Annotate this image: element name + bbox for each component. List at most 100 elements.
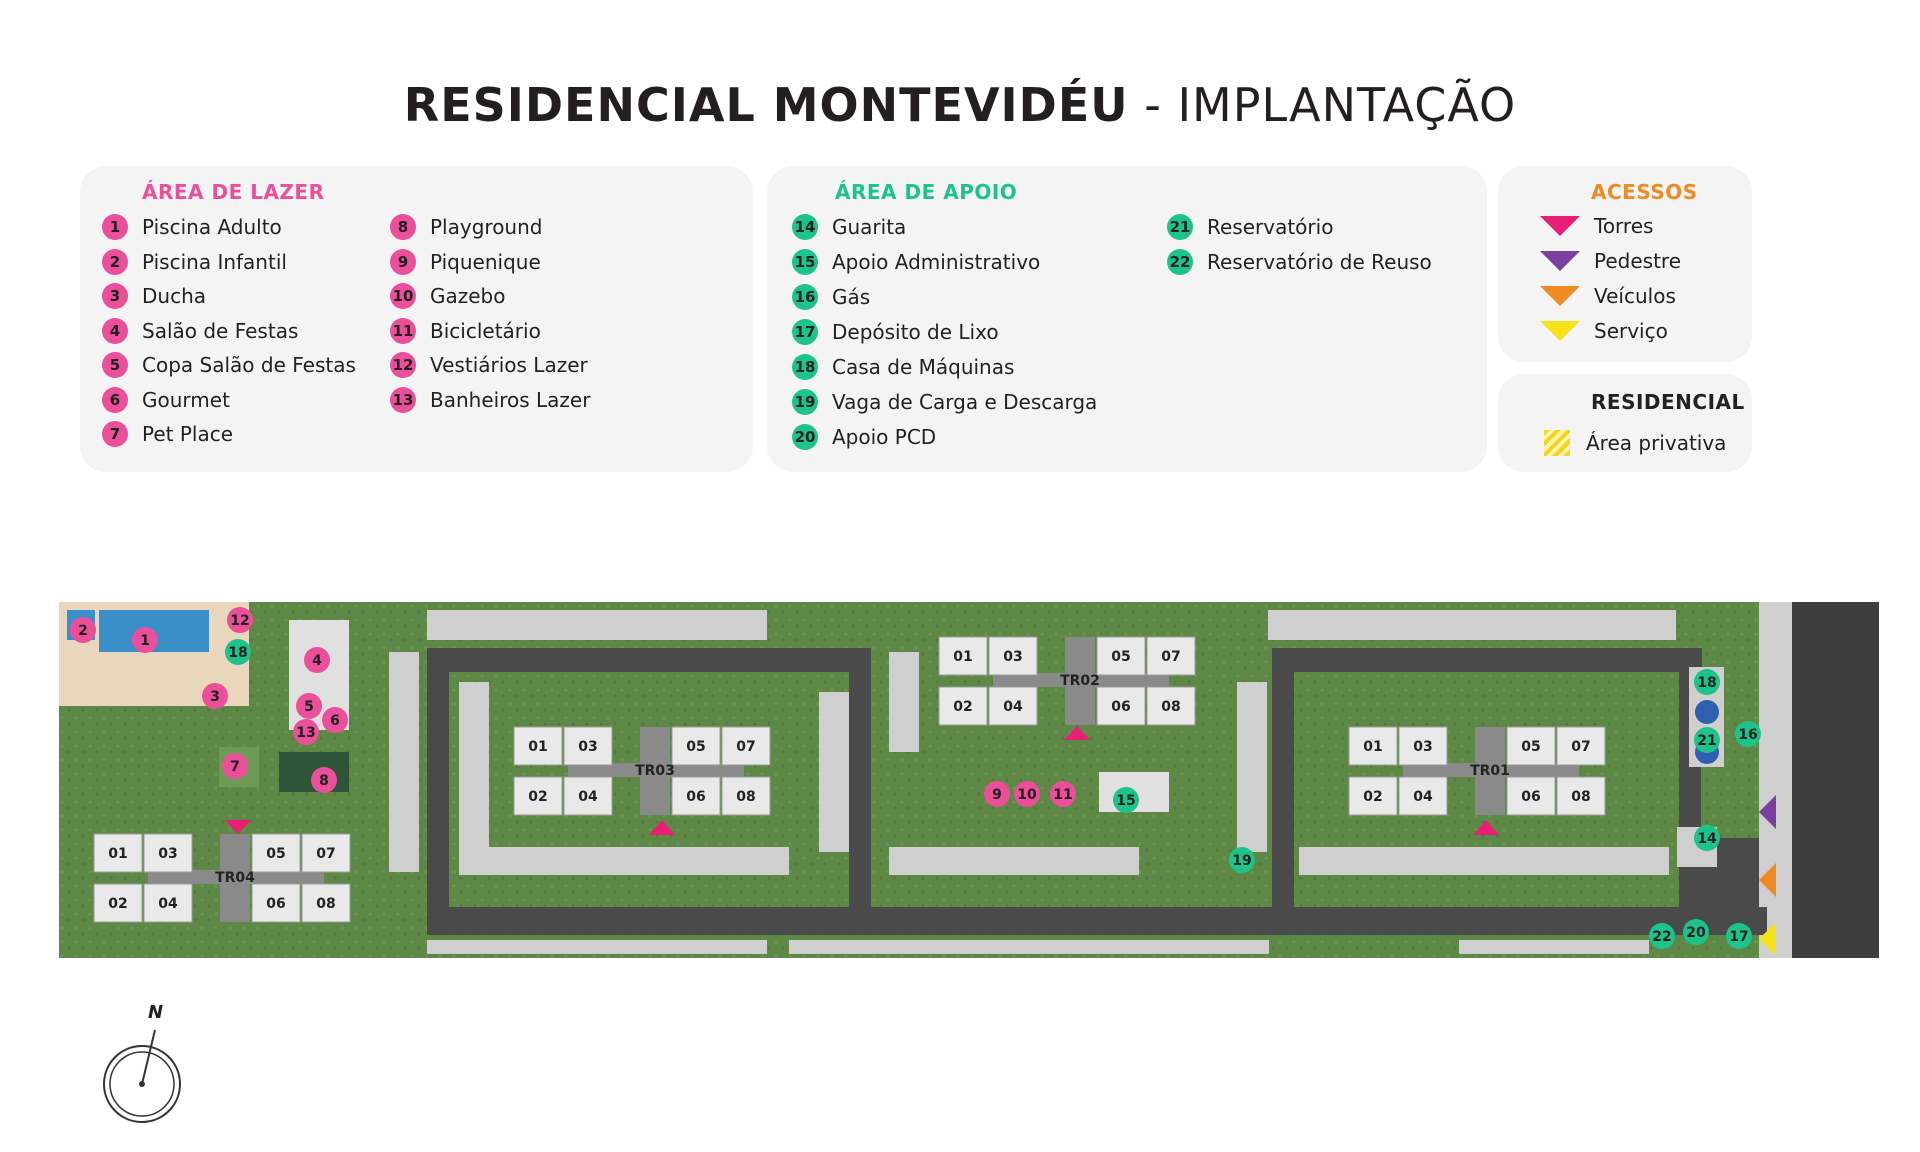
apartment-unit xyxy=(1398,726,1448,766)
lazer-number-badge: 7 xyxy=(102,421,128,447)
access-pedestrian-icon xyxy=(1759,795,1776,829)
apartment-unit-label: 05 xyxy=(1111,649,1130,665)
apartment-unit-label: 01 xyxy=(528,739,547,755)
page-title: RESIDENCIAL MONTEVIDÉU - IMPLANTAÇÃO xyxy=(0,78,1920,132)
map-marker-badge xyxy=(1726,923,1752,949)
lazer-item-label: Piscina Adulto xyxy=(142,215,282,239)
lazer-item-label: Gourmet xyxy=(142,387,230,412)
acessos-item-veículos: Veículos xyxy=(1540,284,1676,308)
map-marker-label: 11 xyxy=(1053,787,1072,803)
reservoir-tank xyxy=(1695,700,1719,724)
map-marker-badge xyxy=(1694,825,1720,851)
apartment-unit xyxy=(938,686,988,726)
apartment-unit-label: 02 xyxy=(528,789,547,805)
map-marker-21-21: 21 xyxy=(1694,727,1720,753)
apartment-unit-label: 08 xyxy=(736,789,755,805)
map-marker-badge xyxy=(132,627,158,653)
apartment-unit xyxy=(721,776,771,816)
apartment-unit-label: 07 xyxy=(736,739,755,755)
apoio-item-label: Casa de Máquinas xyxy=(832,355,1015,379)
map-marker-8-7: 8 xyxy=(311,767,337,793)
acessos-item-serviço: Serviço xyxy=(1540,319,1668,343)
map-marker-14-13: 14 xyxy=(1694,825,1720,851)
map-marker-badge xyxy=(202,683,228,709)
apartment-unit xyxy=(513,776,563,816)
apartment-unit xyxy=(251,883,301,923)
tower-label: TR03 xyxy=(635,763,675,779)
apartment-unit-label: 05 xyxy=(686,739,705,755)
apartment-unit xyxy=(1506,776,1556,816)
map-marker-label: 1 xyxy=(140,633,150,649)
apartment-unit xyxy=(1556,726,1606,766)
apartment-unit xyxy=(93,883,143,923)
map-marker-badge xyxy=(1050,781,1076,807)
map-marker-16-15: 16 xyxy=(1735,721,1761,747)
map-marker-label: 14 xyxy=(1697,831,1717,847)
lazer-number-badge: 8 xyxy=(390,214,416,240)
map-marker-18-18: 18 xyxy=(1694,669,1720,695)
acessos-item-label: Torres xyxy=(1594,214,1654,238)
apartment-unit-label: 08 xyxy=(316,896,335,912)
map-marker-label: 7 xyxy=(230,759,240,775)
map-marker-9-8: 9 xyxy=(984,781,1010,807)
apartment-unit xyxy=(938,636,988,676)
apartment-unit-label: 01 xyxy=(953,649,972,665)
map-marker-badge xyxy=(322,707,348,733)
lazer-number-badge: 3 xyxy=(102,283,128,309)
lazer-item-label: Piquenique xyxy=(430,249,541,274)
lazer-number-badge: 6 xyxy=(102,386,128,413)
apartment-unit-label: 06 xyxy=(1521,789,1540,805)
residencial-heading: RESIDENCIAL xyxy=(1591,390,1745,414)
apartment-unit xyxy=(1146,636,1196,676)
apartment-unit xyxy=(988,686,1038,726)
apartment-unit-label: 07 xyxy=(1571,739,1590,755)
apartment-unit-label: 03 xyxy=(578,739,597,755)
apoio-item-label: Gás xyxy=(832,285,871,309)
lazer-item-label: Pet Place xyxy=(142,422,234,446)
acessos-item-torres: Torres xyxy=(1540,214,1653,238)
apartment-unit-label: 06 xyxy=(266,896,285,912)
map-marker-22-22: 22 xyxy=(1649,923,1675,949)
access-vehicles-icon xyxy=(1759,863,1776,897)
map-marker-label: 18 xyxy=(1697,675,1716,691)
apartment-unit xyxy=(1506,726,1556,766)
access-triangle-icon xyxy=(1540,286,1580,306)
apoio-item-label: Reservatório xyxy=(1207,215,1334,239)
apoio-number-badge: 16 xyxy=(792,284,818,310)
apartment-unit xyxy=(1096,636,1146,676)
map-marker-badge xyxy=(225,639,251,665)
private-area-swatch xyxy=(1544,430,1570,456)
map-marker-18-17: 18 xyxy=(225,639,251,665)
apartment-unit-label: 03 xyxy=(1413,739,1432,755)
apartment-unit-label: 05 xyxy=(266,846,285,862)
apartment-unit-label: 02 xyxy=(108,896,127,912)
apartment-unit-label: 02 xyxy=(953,699,972,715)
residencial-item-label: Área privativa xyxy=(1586,431,1727,455)
map-marker-label: 16 xyxy=(1738,727,1757,743)
apartment-unit-label: 04 xyxy=(1413,789,1433,805)
north-compass-icon: N xyxy=(103,1002,181,1123)
apartment-unit xyxy=(671,726,721,766)
lazer-item-label: Copa Salão de Festas xyxy=(142,353,356,377)
residencial-legend-panel: RESIDENCIAL Área privativa xyxy=(1498,374,1752,472)
apartment-unit xyxy=(301,833,351,873)
apartment-unit-label: 08 xyxy=(1571,789,1590,805)
apartment-unit xyxy=(1348,776,1398,816)
lazer-item-3: 3 Ducha xyxy=(102,283,206,309)
apartment-unit-label: 07 xyxy=(1161,649,1180,665)
lazer-number-badge: 5 xyxy=(102,352,128,378)
apartment-unit-label: 04 xyxy=(578,789,598,805)
map-marker-label: 4 xyxy=(312,653,322,669)
map-marker-label: 9 xyxy=(992,787,1002,803)
access-service-icon xyxy=(1759,922,1776,956)
lazer-item-label: Ducha xyxy=(142,284,207,308)
apartment-unit-label: 03 xyxy=(158,846,177,862)
tower-access-tr04-icon xyxy=(225,820,251,834)
acessos-item-label: Veículos xyxy=(1594,284,1676,308)
